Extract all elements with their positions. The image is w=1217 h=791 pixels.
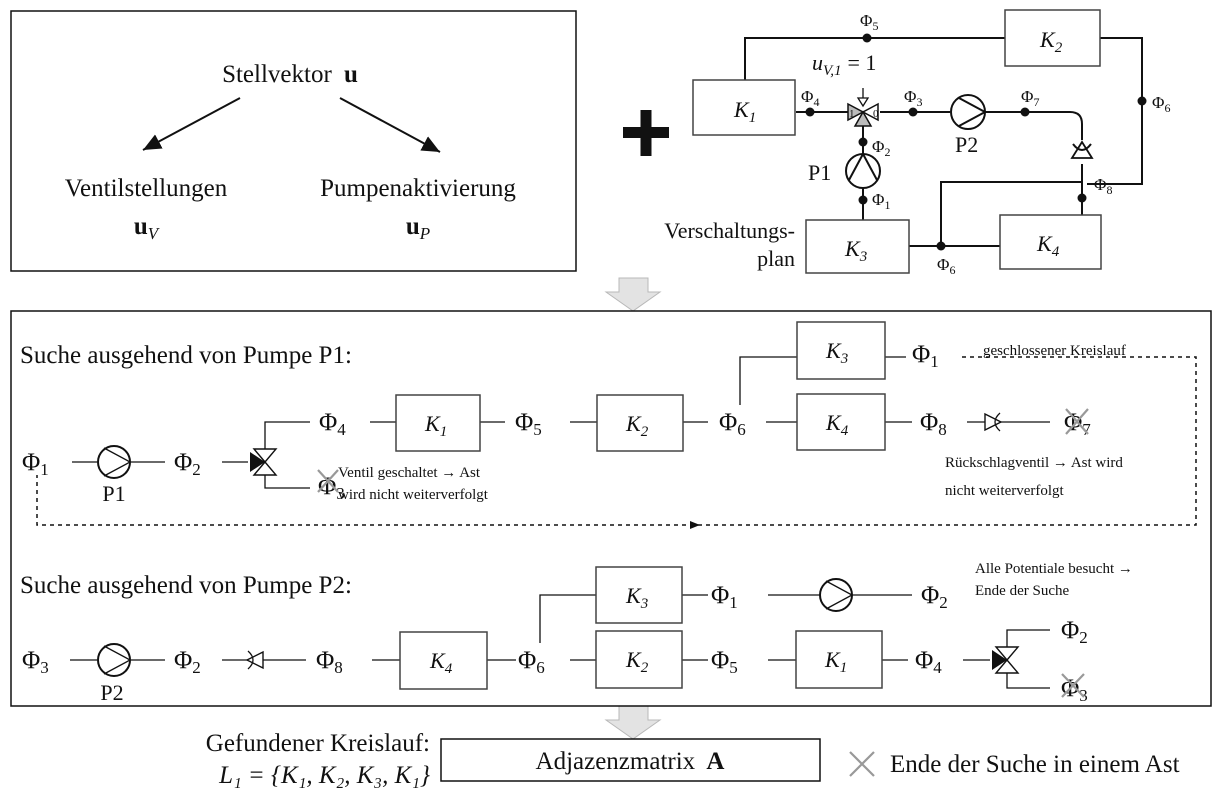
svg-text:Φ1: Φ1: [872, 190, 890, 212]
svg-text:Φ3: Φ3: [904, 87, 922, 109]
svg-text:K4: K4: [1036, 231, 1060, 260]
end-note-line1: Alle Potentiale besucht →: [975, 561, 1133, 577]
search-p2: Suche ausgehend von Pumpe P2: Alle Poten…: [20, 561, 1133, 705]
arrow-to-valves: [142, 97, 241, 151]
svg-text:K1: K1: [424, 411, 447, 440]
adjacency-matrix-box: [440, 738, 821, 782]
stellvektor-title: Stellvektor: [222, 61, 332, 88]
svg-text:Φ6: Φ6: [719, 409, 746, 439]
legend-x-icon: [849, 751, 875, 777]
check-note-line1: Rückschlagventil → Ast wird: [945, 455, 1123, 471]
search1-heading: Suche ausgehend von Pumpe P1:: [20, 342, 352, 369]
svg-text:Φ2: Φ2: [174, 647, 201, 677]
svg-text:Φ3: Φ3: [22, 647, 49, 677]
stellvektor-symbol: u: [344, 61, 358, 88]
svg-text:Φ6: Φ6: [518, 647, 545, 677]
plan-component-k4: [999, 214, 1102, 270]
svg-text:1: 1: [849, 108, 855, 120]
svg-text:Φ4: Φ4: [319, 409, 346, 439]
svg-text:uP: uP: [406, 213, 430, 243]
svg-text:Φ4: Φ4: [801, 87, 819, 109]
svg-text:Φ2: Φ2: [921, 582, 948, 612]
uv-subscript: V: [148, 224, 161, 243]
svg-text:Φ4: Φ4: [915, 647, 942, 677]
arrow-to-pumps: [339, 97, 441, 153]
closed-loop-label: geschlossener Kreislauf: [983, 343, 1126, 359]
svg-text:Φ1: Φ1: [711, 582, 738, 612]
plan-pump-p1: P1: [808, 151, 881, 189]
adjacency-matrix-label: Adjazenzmatrix: [536, 748, 696, 775]
found-loop-label: Gefundener Kreislauf:: [206, 730, 430, 757]
end-note-line2: Ende der Suche: [975, 583, 1069, 599]
search1-pump-label: P1: [102, 481, 125, 506]
svg-text:Φ6: Φ6: [937, 255, 955, 277]
svg-text:Φ5: Φ5: [711, 647, 738, 677]
plus-sign: [623, 110, 669, 156]
plan-label-line1: Verschaltungs-: [664, 218, 795, 243]
uv-symbol: u: [134, 213, 148, 240]
svg-text:Stellvektor u: Stellvektor u: [222, 61, 358, 88]
flow-arrow-2: [604, 705, 662, 740]
svg-text:K1: K1: [733, 97, 756, 126]
flow-arrow-1: [604, 277, 662, 312]
svg-text:K1: K1: [824, 647, 847, 676]
plan-component-k1: [692, 79, 796, 136]
check-note-line2: nicht weiterverfolgt: [945, 483, 1065, 499]
svg-text:Φ7: Φ7: [1021, 87, 1039, 109]
svg-text:uV,1= 1: uV,1= 1: [812, 50, 876, 79]
bottom-row: Gefundener Kreislauf: L₁ = {K₁, K₂, K₃, …: [206, 730, 1180, 789]
svg-text:0: 0: [873, 108, 879, 120]
svg-text:P2: P2: [955, 132, 978, 157]
svg-text:Φ3: Φ3: [1061, 675, 1088, 705]
stellvektor-box: Stellvektor u Ventilstellungen uV Pumpen…: [10, 10, 577, 272]
adjacency-matrix-symbol: A: [706, 748, 724, 775]
svg-text:K2: K2: [625, 647, 649, 676]
svg-text:P1: P1: [808, 160, 831, 185]
search2-pump-label: P2: [100, 680, 123, 705]
svg-text:Φ3: Φ3: [318, 473, 345, 503]
plan-component-k3: [805, 219, 910, 274]
search-p1: Suche ausgehend von Pumpe P1: geschlosse…: [20, 321, 1197, 529]
svg-text:Φ7: Φ7: [1064, 409, 1091, 439]
plan-label-line2: plan: [757, 246, 795, 271]
wiring-plan: K1 K2 K3 K4 1 0 uV,1= 1 P1 P2: [664, 9, 1170, 277]
svg-text:Φ2: Φ2: [1061, 617, 1088, 647]
loop-formula: L₁ = {K₁, K₂, K₃, K₁}: [218, 762, 430, 789]
up-subscript: P: [419, 224, 430, 243]
svg-text:Φ2: Φ2: [174, 449, 201, 479]
svg-text:Φ2: Φ2: [872, 137, 890, 159]
svg-text:K3: K3: [844, 236, 867, 265]
search2-heading: Suche ausgehend von Pumpe P2:: [20, 572, 352, 599]
svg-text:Φ1: Φ1: [912, 341, 939, 371]
svg-text:Φ1: Φ1: [22, 449, 49, 479]
valve-note-line2: wird nicht weiterverfolgt: [338, 487, 489, 503]
plan-three-way-valve: 1 0: [847, 102, 879, 127]
valve-note-line1: Ventil geschaltet → Ast: [338, 465, 481, 481]
up-symbol: u: [406, 213, 420, 240]
svg-text:K2: K2: [625, 411, 649, 440]
svg-text:K3: K3: [625, 583, 648, 612]
plan-component-k2: [1004, 9, 1101, 67]
plan-pump-p2: P2: [950, 94, 988, 157]
svg-text:Φ5: Φ5: [860, 11, 878, 33]
svg-text:K4: K4: [825, 410, 849, 439]
valve-settings-label: Ventilstellungen: [65, 175, 228, 202]
svg-text:Φ8: Φ8: [1094, 175, 1112, 197]
svg-text:Φ8: Φ8: [316, 647, 343, 677]
svg-text:K2: K2: [1039, 27, 1063, 56]
svg-text:Φ6: Φ6: [1152, 93, 1170, 115]
pump-activation-label: Pumpenaktivierung: [320, 175, 516, 202]
legend-text: Ende der Suche in einem Ast: [890, 751, 1180, 778]
search-box: [10, 310, 1212, 707]
svg-text:K3: K3: [825, 338, 848, 367]
svg-text:uV: uV: [134, 213, 161, 243]
svg-text:Φ5: Φ5: [515, 409, 542, 439]
plan-check-valve: [1070, 140, 1094, 159]
svg-text:Φ8: Φ8: [920, 409, 947, 439]
svg-text:Adjazenzmatrix A: Adjazenzmatrix A: [536, 748, 725, 775]
svg-text:K4: K4: [429, 648, 453, 677]
